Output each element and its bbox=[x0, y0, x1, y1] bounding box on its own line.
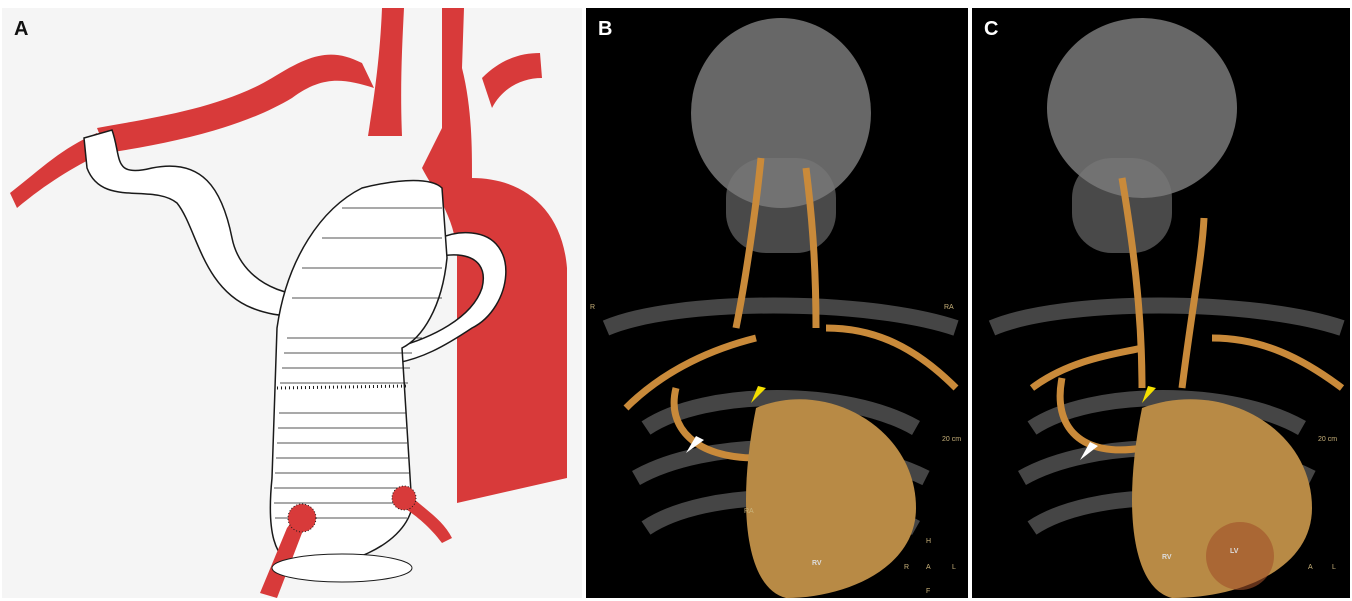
panel-c-label: C bbox=[984, 18, 998, 41]
left-ventricle bbox=[1206, 522, 1274, 590]
label-a: A bbox=[926, 564, 931, 571]
vertebral-artery bbox=[97, 55, 374, 153]
label-h: H bbox=[926, 538, 931, 545]
scale-label: 20 cm bbox=[942, 436, 961, 443]
panel-c-ct-oblique: C 20 cm RV LV A L bbox=[972, 8, 1350, 598]
schematic-drawing bbox=[2, 8, 582, 598]
left-anastomosis bbox=[392, 486, 416, 510]
label-a: A bbox=[1308, 564, 1313, 571]
carotid-artery bbox=[368, 8, 404, 136]
label-ra: RA bbox=[744, 508, 754, 515]
label-f: F bbox=[926, 588, 930, 595]
panel-b-ct-frontal: B R RA 20 cm RA RV H A R L F bbox=[586, 8, 968, 598]
label-r-left: R bbox=[590, 304, 595, 311]
jaw bbox=[1072, 158, 1172, 253]
label-lv: LV bbox=[1230, 548, 1238, 555]
ct-rendering-b bbox=[586, 8, 968, 598]
ct-rendering-c bbox=[972, 8, 1350, 598]
panel-a-label: A bbox=[14, 18, 28, 41]
right-anastomosis bbox=[288, 504, 316, 532]
jaw bbox=[726, 158, 836, 253]
label-r: R bbox=[904, 564, 909, 571]
label-ra-right: RA bbox=[944, 304, 954, 311]
label-rv: RV bbox=[812, 560, 822, 567]
graft-end bbox=[272, 554, 412, 582]
scale-label: 20 cm bbox=[1318, 436, 1337, 443]
aortic-arch-branch bbox=[482, 53, 542, 108]
panel-b-label: B bbox=[598, 18, 612, 41]
label-l: L bbox=[952, 564, 956, 571]
label-l: L bbox=[1332, 564, 1336, 571]
label-rv: RV bbox=[1162, 554, 1172, 561]
heart bbox=[746, 399, 916, 598]
panel-a-schematic: A bbox=[2, 8, 582, 598]
